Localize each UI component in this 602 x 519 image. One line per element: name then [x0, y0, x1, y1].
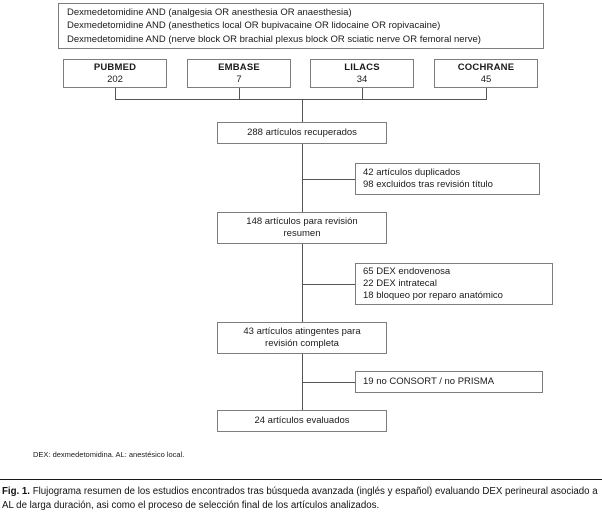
exclusion-line: 42 artículos duplicados	[363, 167, 461, 178]
database-box-lilacs: LILACS 34	[310, 59, 414, 88]
database-count: 45	[480, 73, 492, 85]
connector-branch-exclusion-3	[302, 382, 355, 383]
database-count: 202	[107, 73, 123, 85]
stage-box-retrieved: 288 artículos recuperados	[217, 122, 387, 144]
caption-divider	[0, 479, 602, 480]
figure-caption: Fig. 1. Flujograma resumen de los estudi…	[2, 485, 600, 513]
connector-pubmed-stub	[115, 88, 116, 100]
figure-caption-text: Flujograma resumen de los estudios encon…	[2, 486, 598, 511]
exclusion-line: 19 no CONSORT / no PRISMA	[363, 376, 495, 387]
stage-line: 43 artículos atingentes para	[243, 326, 361, 337]
connector-branch-exclusion-2	[302, 284, 355, 285]
exclusion-line: 98 excluidos tras revisión título	[363, 179, 493, 190]
stage-box-evaluated: 24 artículos evaluados	[217, 410, 387, 432]
database-box-embase: EMBASE 7	[187, 59, 291, 88]
stage-box-abstract-review: 148 artículos para revisión resumen	[217, 212, 387, 244]
connector-cochrane-stub	[486, 88, 487, 100]
database-box-cochrane: COCHRANE 45	[434, 59, 538, 88]
database-box-pubmed: PUBMED 202	[63, 59, 167, 88]
exclusion-box-duplicates: 42 artículos duplicados 98 excluidos tra…	[355, 163, 540, 195]
stage-box-full-review: 43 artículos atingentes para revisión co…	[217, 322, 387, 354]
database-name: COCHRANE	[457, 61, 515, 73]
connector-branch-exclusion-1	[302, 179, 355, 180]
search-strategy-line-3: Dexmedetomidine AND (nerve block OR brac…	[67, 33, 481, 45]
database-count: 7	[236, 73, 242, 85]
search-strategy-box: Dexmedetomidine AND (analgesia OR anesth…	[58, 3, 544, 49]
exclusion-line: 18 bloqueo por reparo anatómico	[363, 290, 503, 301]
connector-manifold-to-retrieved	[302, 99, 303, 122]
figure-caption-label: Fig. 1.	[2, 486, 30, 497]
database-name: PUBMED	[93, 61, 137, 73]
connector-embase-stub	[239, 88, 240, 100]
database-name: LILACS	[344, 61, 380, 73]
stage-line: revisión completa	[265, 338, 339, 349]
database-name: EMBASE	[218, 61, 260, 73]
exclusion-box-reporting-standards: 19 no CONSORT / no PRISMA	[355, 371, 543, 393]
stage-line: 148 artículos para revisión	[246, 216, 358, 227]
abbreviation-footnote: DEX: dexmedetomidina. AL: anestésico loc…	[33, 450, 185, 459]
stage-line: 288 artículos recuperados	[247, 127, 357, 138]
stage-line: 24 artículos evaluados	[254, 415, 350, 426]
exclusion-box-route: 65 DEX endovenosa 22 DEX intratecal 18 b…	[355, 263, 553, 305]
database-count: 34	[356, 73, 368, 85]
stage-line: resumen	[283, 228, 321, 239]
connector-database-manifold	[115, 99, 487, 100]
search-strategy-line-1: Dexmedetomidine AND (analgesia OR anesth…	[67, 6, 352, 18]
exclusion-line: 65 DEX endovenosa	[363, 266, 451, 277]
connector-retrieved-to-abstract	[302, 144, 303, 212]
exclusion-line: 22 DEX intratecal	[363, 278, 437, 289]
search-strategy-line-2: Dexmedetomidine AND (anesthetics local O…	[67, 20, 441, 32]
connector-lilacs-stub	[362, 88, 363, 100]
connector-abstract-to-full	[302, 244, 303, 322]
